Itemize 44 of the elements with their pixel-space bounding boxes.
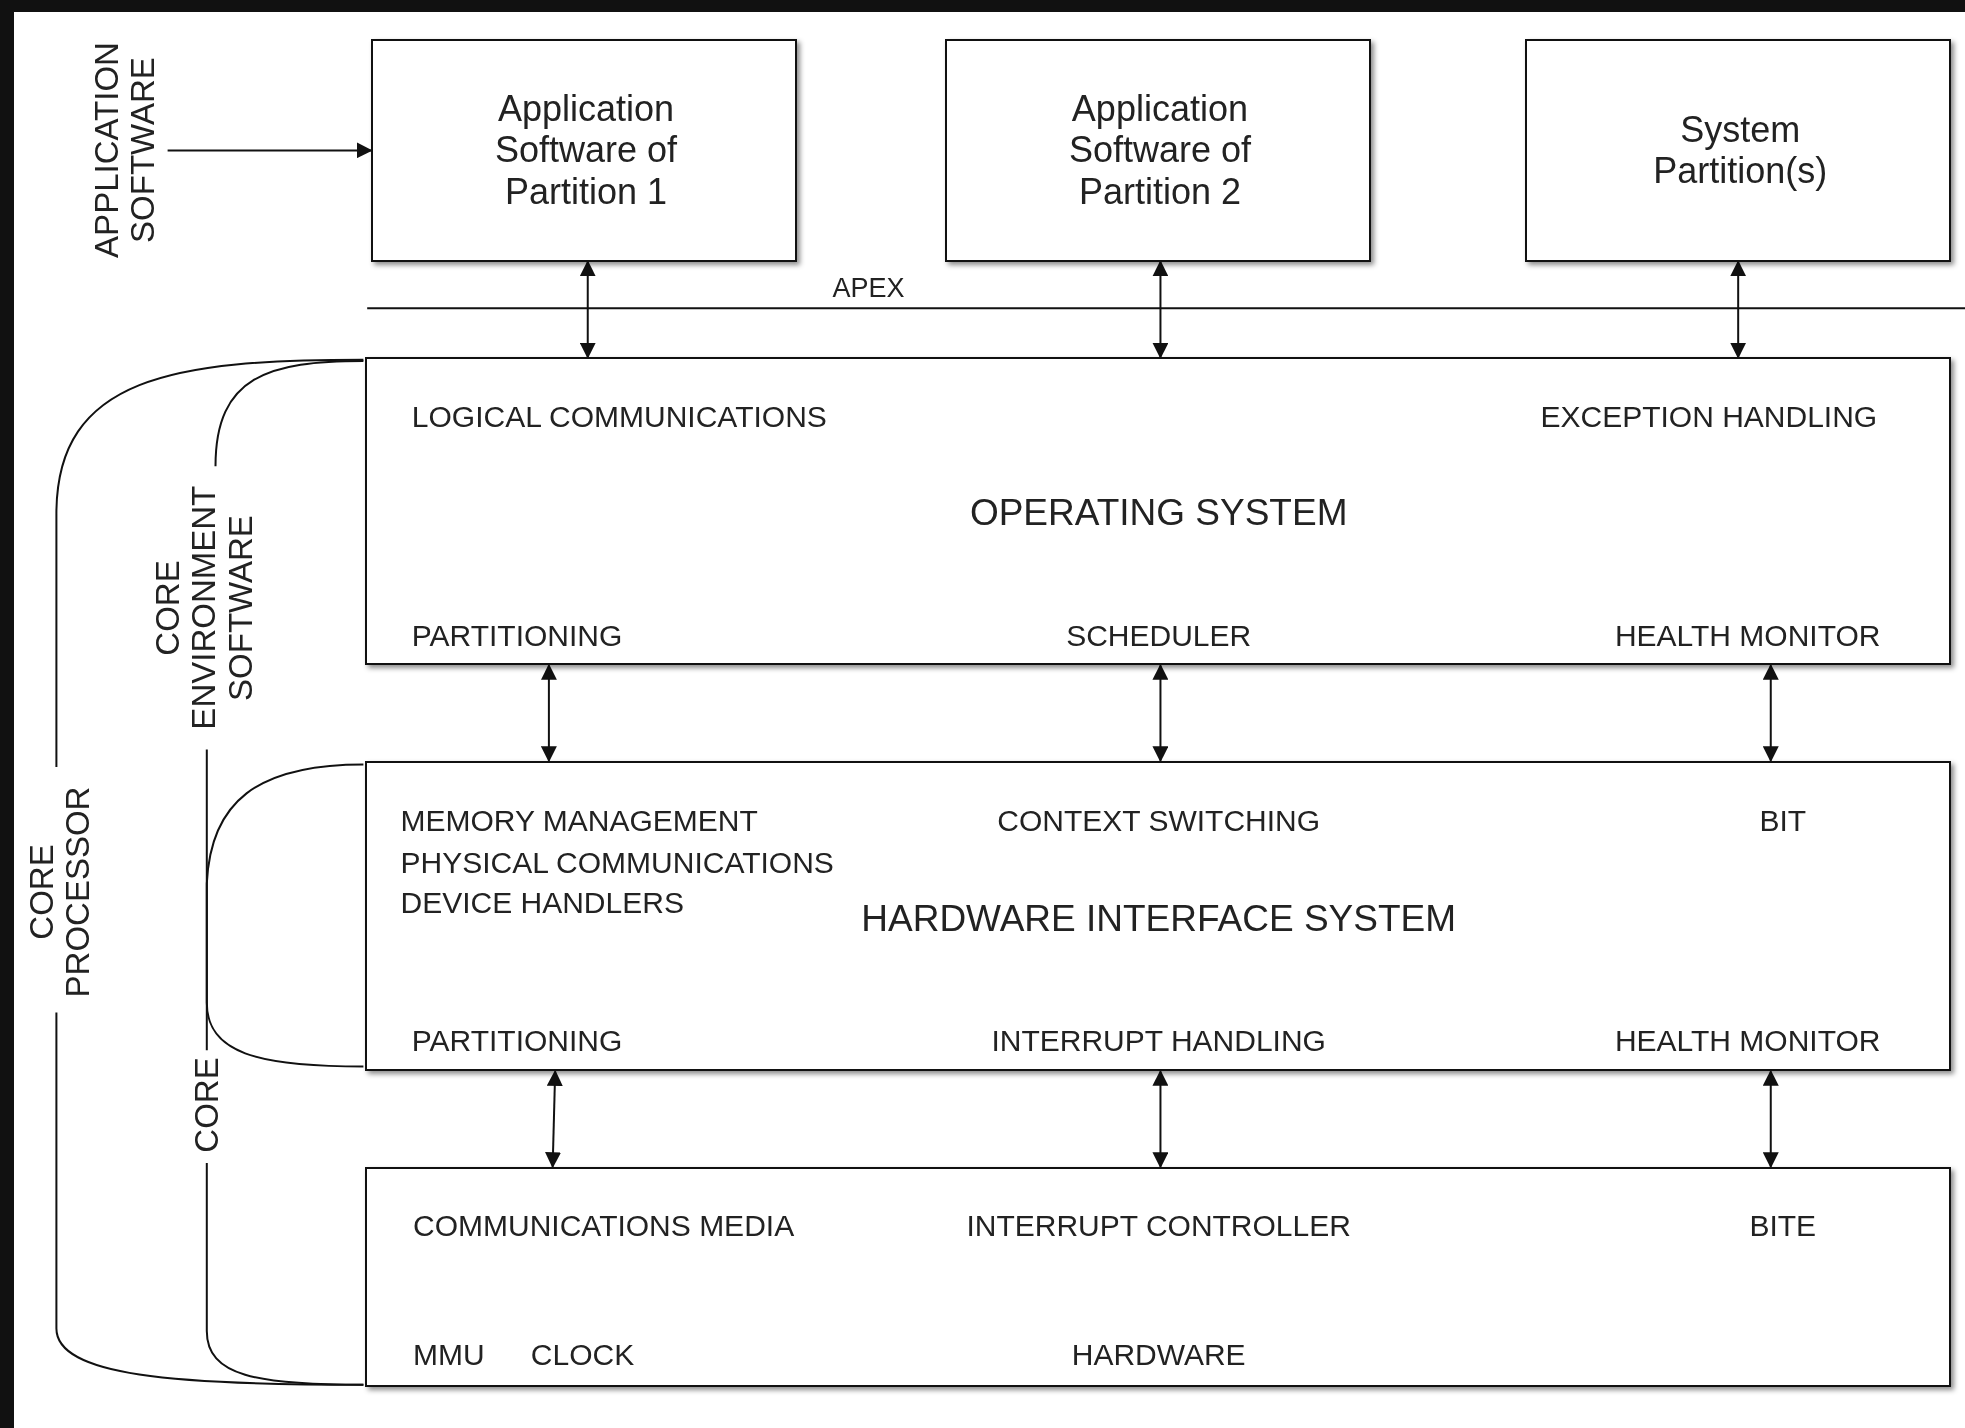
box-text: Application Software of Partition 2 <box>1067 87 1252 212</box>
function-label: PARTITIONING <box>411 1023 623 1057</box>
function-label: CLOCK <box>530 1337 635 1371</box>
bracket-label: CORE PROCESSOR <box>23 786 97 998</box>
function-label: BIT <box>1759 803 1807 837</box>
layer-title: HARDWARE INTERFACE SYSTEM <box>861 898 1457 940</box>
function-label: HEALTH MONITOR <box>1614 618 1881 652</box>
bracket-label: CORE <box>188 1057 225 1153</box>
arrow <box>1762 663 1779 763</box>
partition-box <box>944 38 1371 262</box>
arrow <box>579 260 596 359</box>
function-label: LOGICAL COMMUNICATIONS <box>411 399 827 433</box>
partition-box <box>370 38 797 262</box>
arrow <box>1152 663 1169 763</box>
function-label: DEVICE HANDLERS <box>400 885 684 919</box>
partition-box <box>1525 38 1952 262</box>
vertical-label: APPLICATION SOFTWARE <box>89 42 162 259</box>
layer-box <box>364 760 1952 1072</box>
layer-box <box>364 357 1952 666</box>
function-label: INTERRUPT HANDLING <box>991 1023 1326 1057</box>
function-label: PARTITIONING <box>411 618 623 652</box>
function-label: HEALTH MONITOR <box>1614 1023 1881 1057</box>
function-label: MEMORY MANAGEMENT <box>400 803 758 837</box>
arrow <box>540 663 557 763</box>
interface-label: APEX <box>832 274 905 305</box>
layer-box <box>364 1166 1952 1388</box>
arrow <box>1730 260 1747 359</box>
function-label: MMU <box>413 1337 485 1371</box>
box-text: Application Software of Partition 1 <box>493 87 678 212</box>
function-label: INTERRUPT CONTROLLER <box>966 1208 1351 1242</box>
arrow <box>545 1069 563 1169</box>
arrow <box>1152 1069 1169 1169</box>
arrow <box>1762 1069 1779 1169</box>
function-label: EXCEPTION HANDLING <box>1540 399 1878 433</box>
function-label: COMMUNICATIONS MEDIA <box>413 1208 795 1242</box>
function-label: BITE <box>1749 1208 1817 1242</box>
bracket-label: CORE ENVIRONMENT SOFTWARE <box>149 486 259 730</box>
function-label: HARDWARE <box>1071 1337 1246 1371</box>
function-label: SCHEDULER <box>1066 618 1252 652</box>
function-label: PHYSICAL COMMUNICATIONS <box>400 845 834 879</box>
box-text: System Partition(s) <box>1652 108 1829 192</box>
function-label: CONTEXT SWITCHING <box>997 803 1321 837</box>
arrow <box>1152 260 1169 359</box>
layer-title: OPERATING SYSTEM <box>969 492 1348 534</box>
